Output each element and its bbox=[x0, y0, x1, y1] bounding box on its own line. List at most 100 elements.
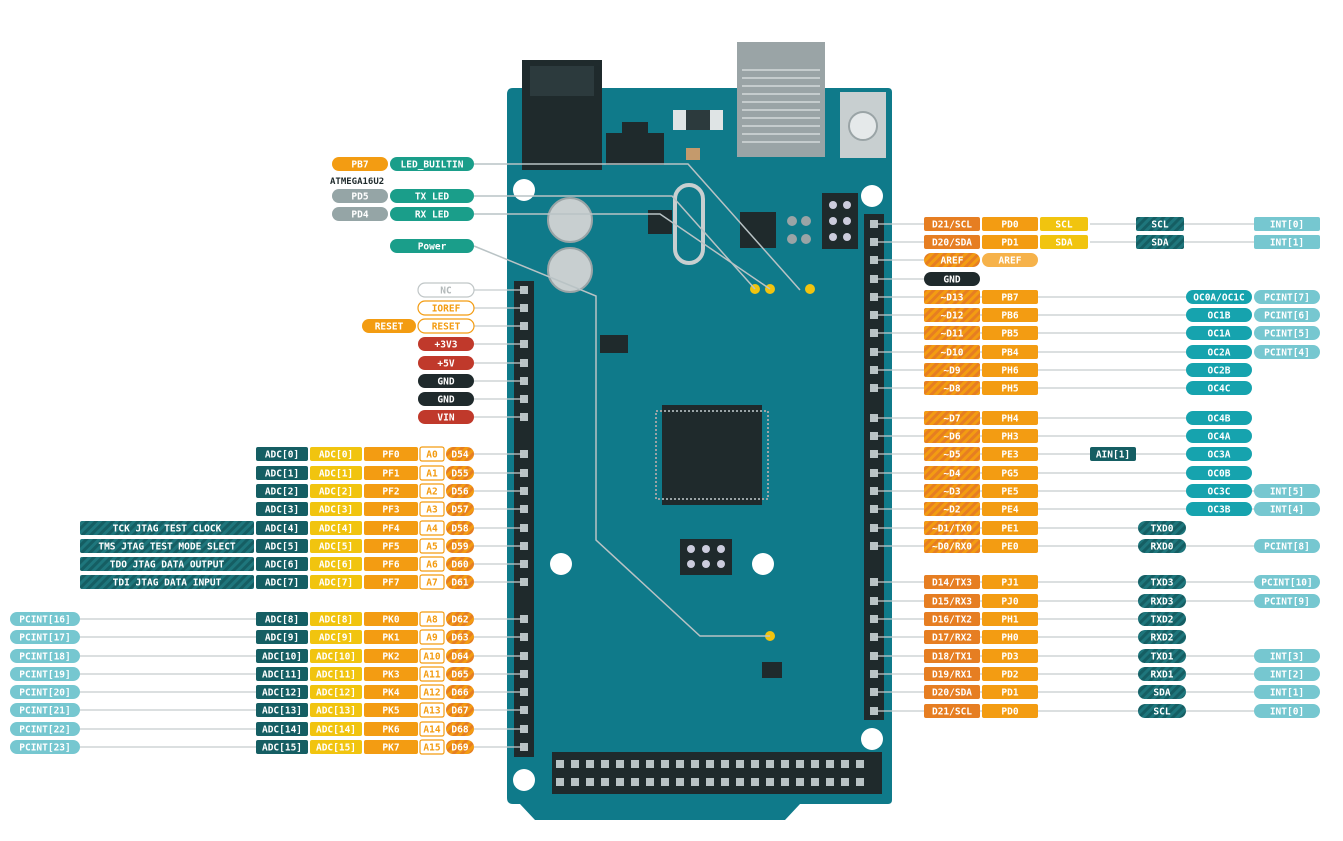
timer-label-text: OC1B bbox=[1208, 311, 1231, 322]
adc-label-text: ADC[3] bbox=[265, 505, 299, 516]
adc-label: ADC[3] bbox=[256, 502, 308, 516]
header-pin bbox=[870, 633, 878, 641]
right-port-label: PE3 bbox=[982, 447, 1038, 461]
uart-label: RXD1 bbox=[1138, 667, 1186, 681]
header-pin bbox=[870, 293, 878, 301]
timer-label: OC1B bbox=[1186, 308, 1252, 322]
pcint-label-text: PCINT[6] bbox=[1264, 311, 1310, 322]
adc-label-alt: ADC[5] bbox=[310, 539, 362, 553]
pcint-label: PCINT[16] bbox=[10, 612, 80, 626]
adc-label-alt: ADC[6] bbox=[310, 557, 362, 571]
adc-label: ADC[7] bbox=[256, 575, 308, 589]
adc-label-alt: ADC[0] bbox=[310, 447, 362, 461]
analog-pin-label-text: A7 bbox=[426, 578, 437, 589]
digital-pin-label-text: D62 bbox=[451, 615, 468, 626]
digital-pin-label: D69 bbox=[446, 740, 474, 754]
uart-label: RXD0 bbox=[1138, 539, 1186, 553]
pwm-pin-label-text: ~D5 bbox=[943, 450, 960, 461]
analog-pin-label: A1 bbox=[419, 465, 445, 481]
adc-label-alt-text: ADC[9] bbox=[319, 633, 353, 644]
right-port-label-text: PE5 bbox=[1001, 487, 1018, 498]
port-label-text: PF7 bbox=[382, 578, 399, 589]
header-pin bbox=[870, 524, 878, 532]
right-port-label: PB7 bbox=[982, 290, 1038, 304]
right-port-label-text: PD3 bbox=[1001, 652, 1018, 663]
timer-label-text: OC3B bbox=[1208, 505, 1231, 516]
analog-pin-label: A8 bbox=[419, 611, 445, 627]
analog-pin-label: A6 bbox=[419, 556, 445, 572]
digital-pin-label: D61 bbox=[446, 575, 474, 589]
comm-pin-label: D14/TX3 bbox=[924, 575, 980, 589]
jtag-label-text: TCK JTAG TEST CLOCK bbox=[113, 524, 222, 535]
bottom-header bbox=[552, 752, 882, 794]
pwm-pin-label-text: ~D9 bbox=[943, 366, 960, 377]
port-label: PF2 bbox=[364, 484, 418, 498]
port-label: PK4 bbox=[364, 685, 418, 699]
adc-label: ADC[5] bbox=[256, 539, 308, 553]
left-header-pins bbox=[520, 286, 528, 751]
header-pin bbox=[736, 760, 744, 768]
header-pin bbox=[870, 542, 878, 550]
right-pin-label-text: D20/SDA bbox=[932, 238, 972, 249]
right-port-label: PH0 bbox=[982, 630, 1038, 644]
right-port-label-text: PE3 bbox=[1001, 450, 1018, 461]
right-int-label: INT[0] bbox=[1254, 217, 1320, 231]
right-port-label: PG5 bbox=[982, 466, 1038, 480]
header-pin bbox=[870, 652, 878, 660]
adc-label-text: ADC[1] bbox=[265, 469, 299, 480]
digital-pin-label-text: D55 bbox=[451, 469, 468, 480]
right-port-label-text: PD0 bbox=[1001, 707, 1018, 718]
port-label: PF3 bbox=[364, 502, 418, 516]
port-label-text: PF0 bbox=[382, 450, 399, 461]
pwm-pin-label-text: ~D12 bbox=[941, 311, 964, 322]
adc-label-text: ADC[4] bbox=[265, 524, 299, 535]
power-pin-label: IOREF bbox=[417, 300, 475, 316]
timer-label-text: OC4A bbox=[1208, 432, 1231, 443]
timer-label-text: OC0B bbox=[1208, 469, 1231, 480]
header-pin bbox=[676, 778, 684, 786]
header-pin bbox=[520, 286, 528, 294]
led-label-port: PD4 bbox=[332, 207, 388, 221]
mounting-hole bbox=[752, 553, 774, 575]
port-label: PF4 bbox=[364, 521, 418, 535]
pcint-label: PCINT[18] bbox=[10, 649, 80, 663]
right-func-label-text: SCL bbox=[1055, 220, 1072, 231]
power-pin-label-text: +5V bbox=[437, 359, 454, 370]
port-label-text: PF4 bbox=[382, 524, 399, 535]
adc-label-text: ADC[0] bbox=[265, 450, 299, 461]
adc-label-text: ADC[2] bbox=[265, 487, 299, 498]
pwm-pin-label: ~D9 bbox=[924, 363, 980, 377]
pwm-pin-label-text: ~D6 bbox=[943, 432, 960, 443]
digital-pin-label-text: D68 bbox=[451, 725, 468, 736]
extra-label-text: INT[2] bbox=[1270, 670, 1304, 681]
analog-pin-label: A15 bbox=[419, 739, 445, 755]
right-pin-label-text: GND bbox=[943, 275, 960, 286]
header-pin bbox=[661, 778, 669, 786]
header-pin bbox=[870, 275, 878, 283]
adc-label-text: ADC[10] bbox=[262, 652, 302, 663]
port-label-text: PK1 bbox=[382, 633, 399, 644]
right-port-label: PH1 bbox=[982, 612, 1038, 626]
port-label: PK2 bbox=[364, 649, 418, 663]
header-pin bbox=[520, 670, 528, 678]
port-label-text: PF2 bbox=[382, 487, 399, 498]
header-pin bbox=[520, 633, 528, 641]
timer-label: OC0B bbox=[1186, 466, 1252, 480]
header-pin bbox=[556, 760, 564, 768]
extra-label: PCINT[9] bbox=[1254, 594, 1320, 608]
comm-pin-label: D18/TX1 bbox=[924, 649, 980, 663]
power-pin-label-text: RESET bbox=[432, 322, 461, 333]
pwm-pin-label-text: ~D11 bbox=[941, 329, 964, 340]
pcint-label-text: PCINT[18] bbox=[19, 652, 70, 663]
pwm-pin-label-text: ~D0/RX0 bbox=[932, 542, 972, 553]
header-pin bbox=[520, 578, 528, 586]
right-int-label-text: INT[0] bbox=[1270, 220, 1304, 231]
mounting-hole bbox=[550, 553, 572, 575]
header-pin bbox=[796, 778, 804, 786]
digital-pin-label-text: D61 bbox=[451, 578, 468, 589]
header-pin bbox=[520, 395, 528, 403]
right-port-label: PD1 bbox=[982, 235, 1038, 249]
header-pin bbox=[571, 760, 579, 768]
extra-label-text: INT[1] bbox=[1270, 688, 1304, 699]
